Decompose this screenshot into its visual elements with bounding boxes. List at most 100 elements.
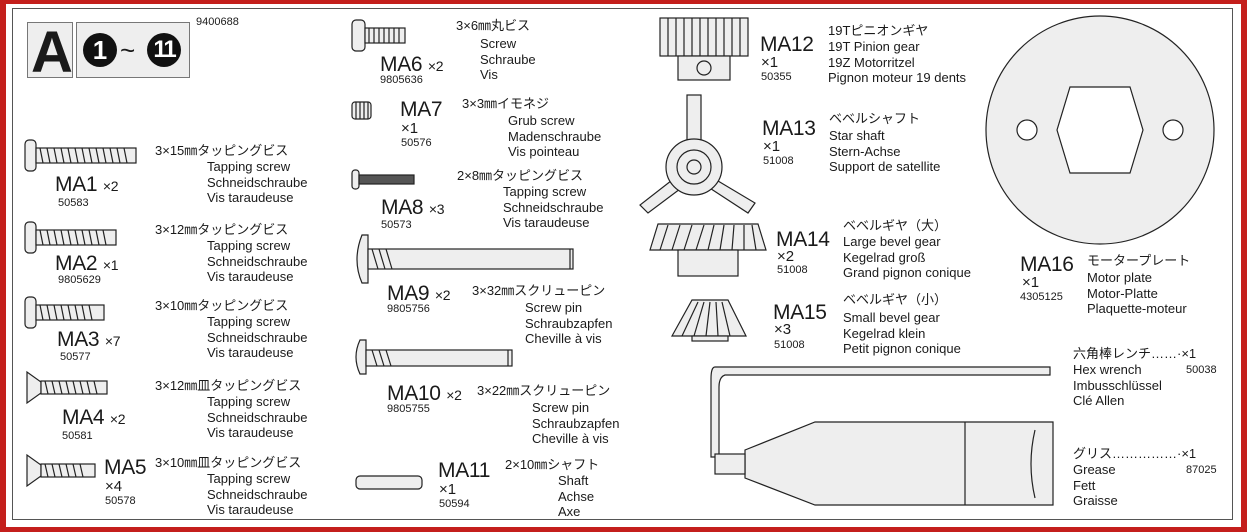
name-fr: Vis xyxy=(480,67,498,82)
part-ma6: MA6 ×2 xyxy=(380,53,444,77)
name-fr: Vis taraudeuse xyxy=(207,190,294,205)
part-qty: ×1 xyxy=(102,257,119,273)
screw-ma1-drawing xyxy=(24,139,137,172)
part-id: MA4 xyxy=(62,406,105,429)
name-en: Screw pin xyxy=(525,300,583,315)
part-ma15: MA15 xyxy=(773,301,827,324)
large-bevel-gear-ma14-drawing xyxy=(649,223,767,277)
step-to: 11 xyxy=(147,33,181,67)
part-code: 50583 xyxy=(58,197,89,209)
shaft-ma11-drawing xyxy=(355,475,423,490)
name-en: Screw pin xyxy=(532,400,590,415)
section-letter: A xyxy=(31,20,73,85)
part-code: 50594 xyxy=(439,498,470,510)
name-fr: Plaquette-moteur xyxy=(1087,301,1187,316)
hex-wrench-drawing xyxy=(710,366,1051,458)
part-code: 50576 xyxy=(401,137,432,149)
part-jp-name: 3×22㎜スクリューピン xyxy=(477,383,611,398)
part-qty: ×1 xyxy=(439,481,457,498)
screw-ma6-drawing xyxy=(351,19,406,52)
part-qty: ×1 xyxy=(763,138,781,155)
name-de: Kegelrad groß xyxy=(843,249,926,265)
part-qty: ×3 xyxy=(428,201,445,217)
tool-code: 87025 xyxy=(1186,464,1217,476)
part-id: MA2 xyxy=(55,252,98,275)
part-ma12: MA12 xyxy=(760,33,814,56)
part-jp-name: 3×15㎜タッピングビス xyxy=(155,143,289,158)
part-ma16: MA16 xyxy=(1020,253,1074,276)
name-fr: Cheville à vis xyxy=(532,431,609,446)
name-de: Schneidschraube xyxy=(207,409,308,425)
part-code: 50577 xyxy=(60,351,91,363)
name-de: Schraube xyxy=(480,51,536,67)
part-jp-name: ベベルシャフト xyxy=(829,111,921,126)
name-fr: Vis taraudeuse xyxy=(503,215,590,230)
part-code: 9805756 xyxy=(387,303,430,315)
name-fr: Support de satellite xyxy=(829,159,941,174)
name-en: Grease xyxy=(1073,462,1116,477)
name-de: 19Z Motorritzel xyxy=(828,54,915,70)
part-jp-name: 3×10㎜皿タッピングビス xyxy=(155,455,302,470)
name-en: Large bevel gear xyxy=(843,234,941,249)
part-qty: ×1 xyxy=(761,54,779,71)
part-jp-name: 3×12㎜皿タッピングビス xyxy=(155,378,302,393)
name-fr: Cheville à vis xyxy=(525,331,602,346)
part-qty: ×1 xyxy=(401,120,419,137)
name-fr: Vis pointeau xyxy=(508,144,580,159)
part-id: MA9 xyxy=(387,282,430,305)
grease-tube-drawing xyxy=(714,421,1054,506)
part-jp-name: 3×32㎜スクリューピン xyxy=(472,283,606,298)
name-de: Schneidschraube xyxy=(503,199,604,215)
part-code: 50355 xyxy=(761,71,792,83)
name-en: Tapping screw xyxy=(207,471,291,486)
star-shaft-ma13-drawing xyxy=(639,94,756,214)
part-qty: ×2 xyxy=(427,58,444,74)
part-qty: ×2 xyxy=(446,387,462,403)
name-fr: Vis taraudeuse xyxy=(207,425,294,440)
motor-plate-ma16-drawing xyxy=(985,15,1215,245)
name-en: Tapping screw xyxy=(207,159,291,174)
part-jp-name: 19Tピニオンギヤ xyxy=(828,23,929,38)
small-bevel-gear-ma15-drawing xyxy=(670,299,747,342)
screw-ma4-drawing xyxy=(26,370,108,405)
name-en: Tapping screw xyxy=(207,394,291,409)
part-ma2: MA2 ×1 xyxy=(55,252,119,276)
name-fr: Vis taraudeuse xyxy=(207,345,294,360)
part-jp-name: 2×8㎜タッピングビス xyxy=(457,168,584,183)
name-en: Tapping screw xyxy=(207,314,291,329)
name-de: Imbusschlüssel xyxy=(1073,377,1162,393)
name-de: Kegelrad klein xyxy=(843,325,926,341)
part-qty: ×7 xyxy=(104,333,121,349)
part-id: MA6 xyxy=(380,53,423,76)
name-de: Schraubzapfen xyxy=(525,315,613,331)
part-id: MA10 xyxy=(387,382,441,405)
name-fr: Axe xyxy=(558,504,581,519)
screw-pin-ma10-drawing xyxy=(355,339,513,375)
grub-screw-ma7-drawing xyxy=(351,101,372,120)
name-en: Grub screw xyxy=(508,113,575,128)
part-code: 4305125 xyxy=(1020,291,1063,303)
name-de: Schraubzapfen xyxy=(532,415,620,431)
name-fr: Grand pignon conique xyxy=(843,265,971,280)
name-en: 19T Pinion gear xyxy=(828,39,920,54)
part-id: MA3 xyxy=(57,328,100,351)
part-ma10: MA10 ×2 xyxy=(387,383,462,406)
part-ma11: MA11 xyxy=(438,459,491,482)
name-en: Tapping screw xyxy=(503,184,587,199)
section-badge: A xyxy=(27,20,73,85)
name-en: Screw xyxy=(480,36,517,51)
name-de: Schneidschraube xyxy=(207,174,308,190)
name-en: Motor plate xyxy=(1087,270,1153,285)
